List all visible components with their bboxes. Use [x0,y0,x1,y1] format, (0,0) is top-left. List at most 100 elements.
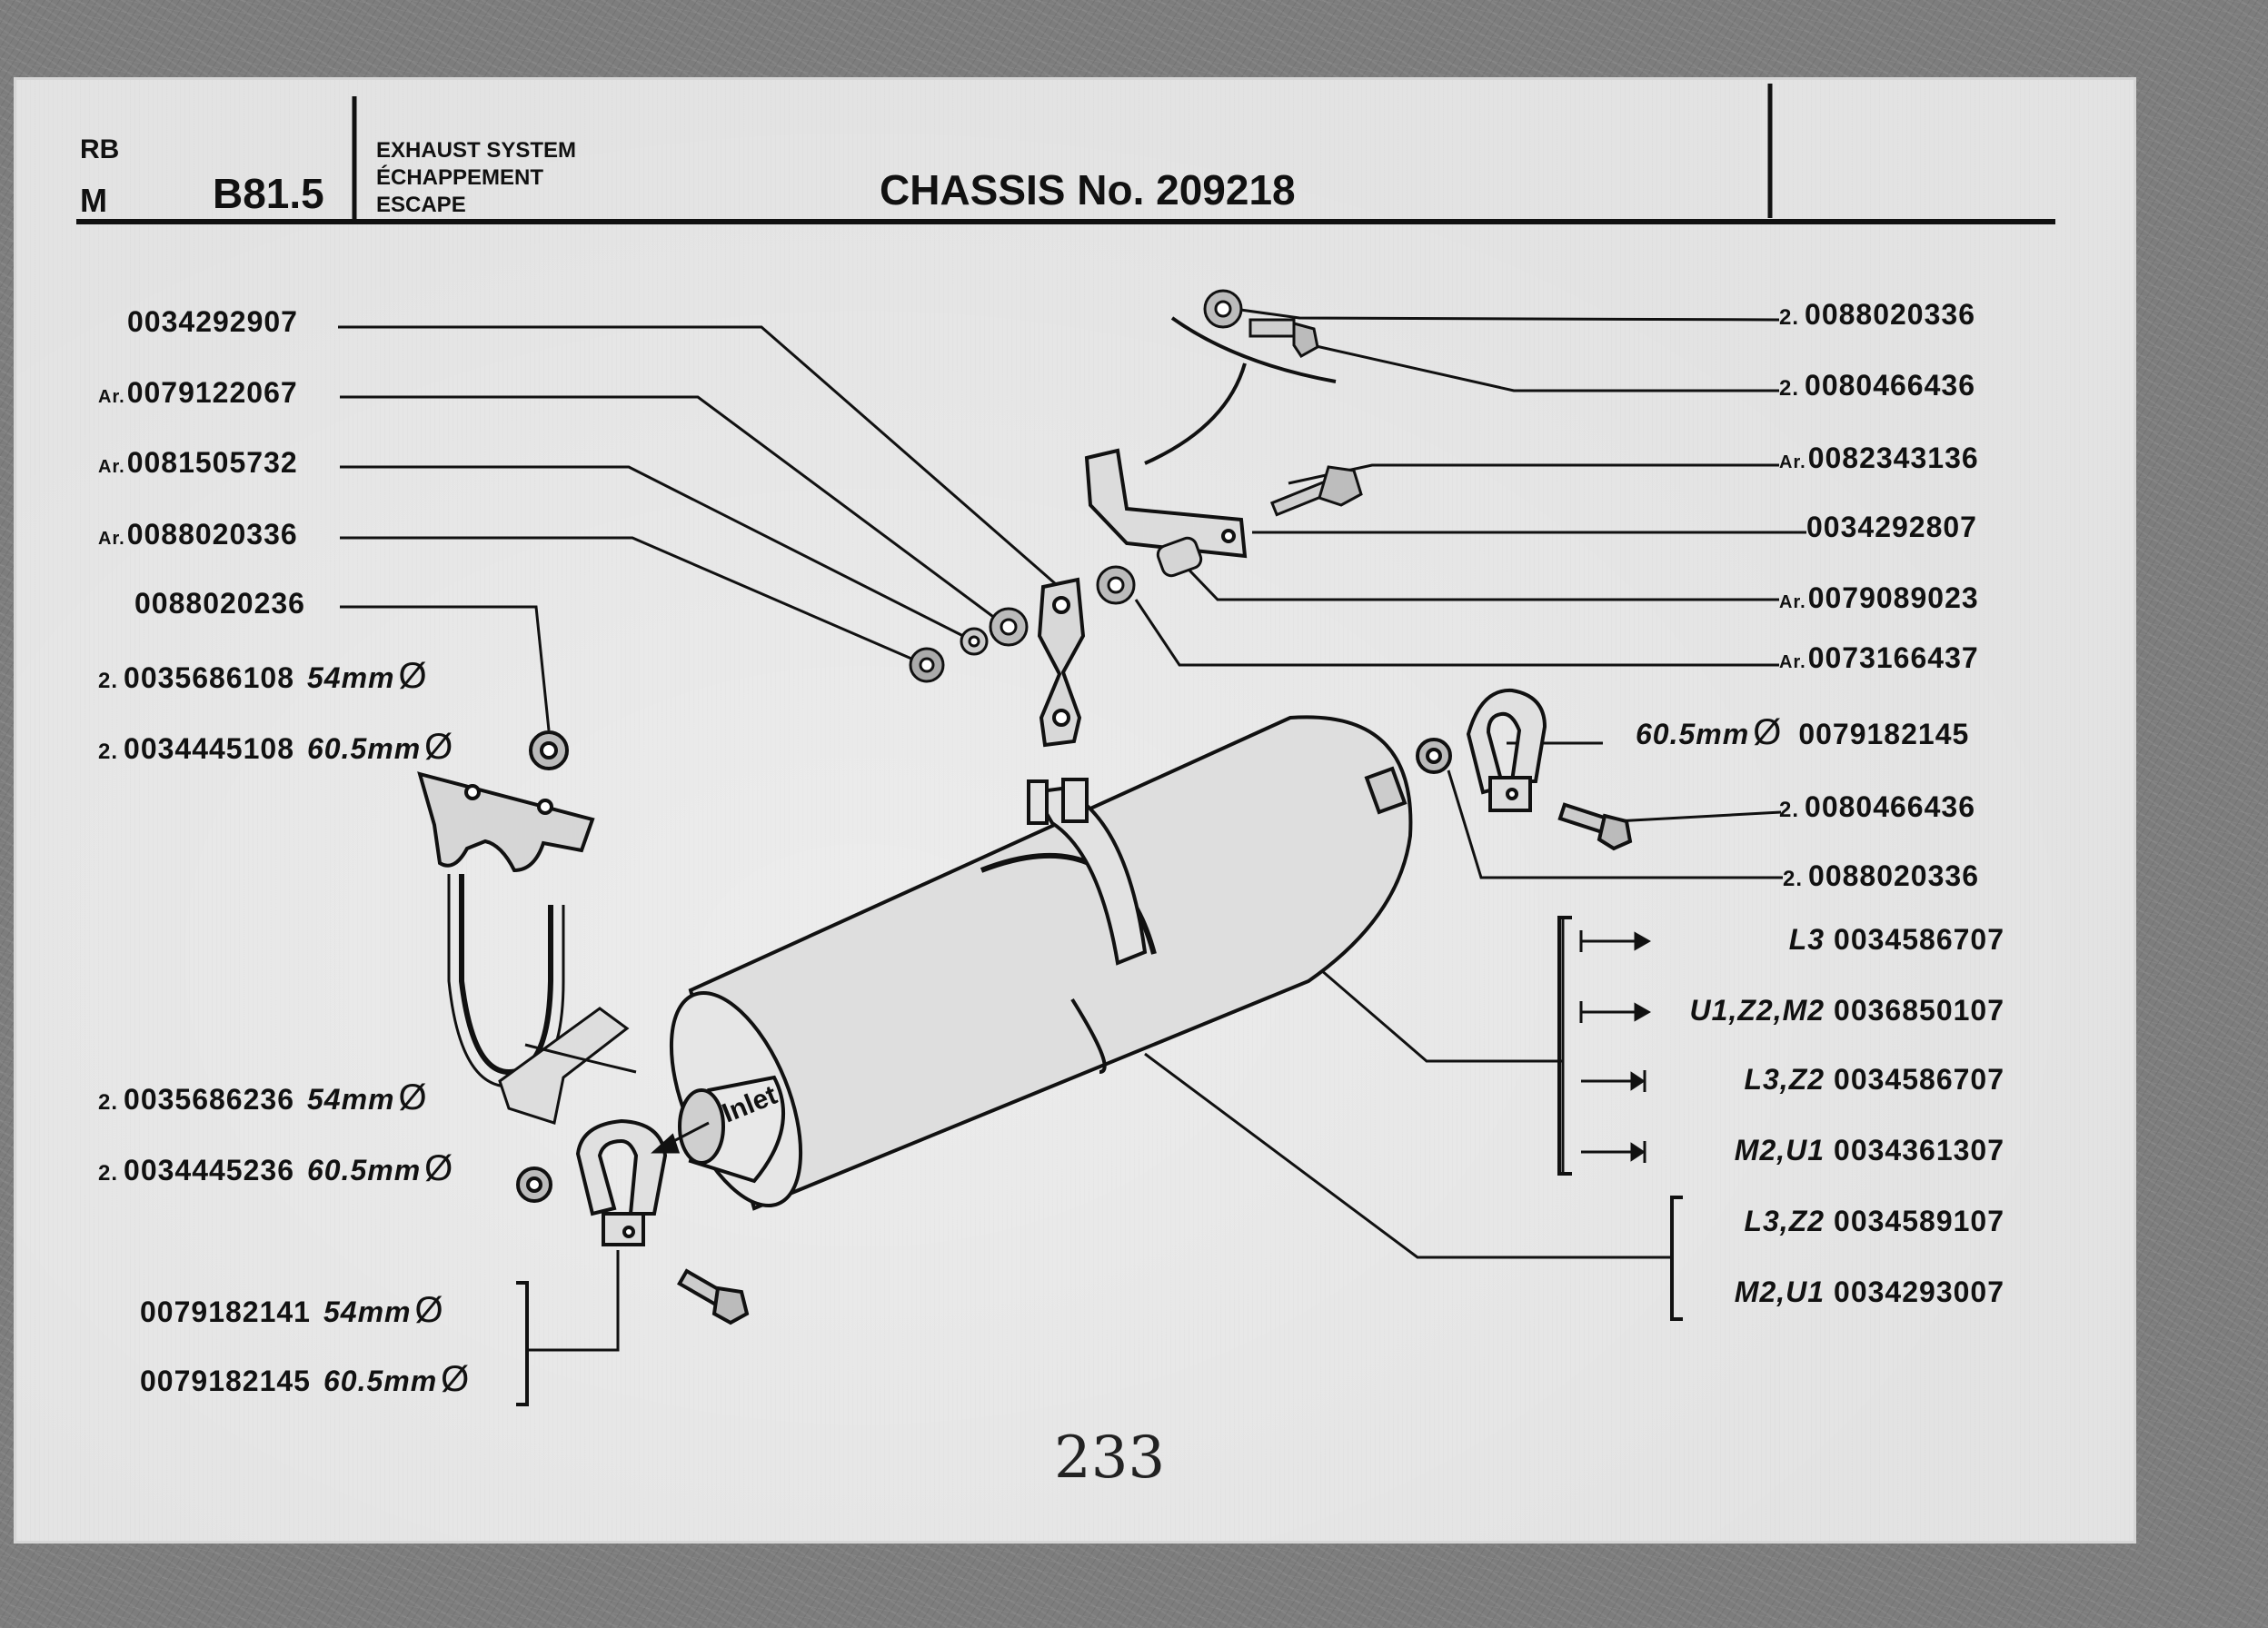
diameter-icon: Ø [424,727,454,767]
part-number: 0079182141 [140,1295,311,1328]
part-prefix: Ar. [1779,452,1806,472]
part-prefix: Ar. [98,387,125,407]
muffler-variant: L3 0034586707 [1789,923,2004,957]
right-part-callout: 0034292807 [1806,511,1977,544]
part-number: 0079182145 [140,1365,311,1397]
part-number: 0035686236 [124,1083,294,1116]
part-number: 0088020236 [134,587,305,620]
part-number: 0082343136 [1807,442,1979,474]
hanger-bracket [1084,448,1248,559]
part-quantity: 2. [98,740,119,764]
left-part-callout: Ar.0088020336 [98,518,298,551]
part-size: 60.5mm [323,1365,438,1397]
section-title-es: ESCAPE [376,193,466,217]
part-prefix: Ar. [1779,652,1806,672]
right-part-callout: 2.0080466436 [1779,369,1975,402]
diameter-icon: Ø [424,1148,454,1188]
right-part-callout: Ar.0073166437 [1779,641,1979,675]
bolt-icon [1269,465,1363,517]
part-number: 0035686108 [124,661,294,694]
left-part-callout: Ar.0079122067 [98,376,298,410]
part-number: 0081505732 [126,446,298,479]
rubber-hanger [1037,577,1086,748]
part-size: 54mm [323,1295,412,1328]
part-size: 60.5mm [1636,718,1750,750]
part-prefix: 2. [1779,376,1800,401]
right-part-callout: 2.0088020336 [1783,859,1979,893]
muffler-variant: L3,Z2 0034586707 [1744,1063,2004,1097]
left-clamp [516,1118,750,1325]
part-number: 0036850107 [1834,994,2004,1027]
top-fasteners [1203,289,1319,358]
part-number: 0034293007 [1834,1276,2004,1308]
diameter-icon: Ø [441,1359,471,1399]
part-number: 0073166437 [1807,641,1979,674]
part-prefix: 2. [1779,798,1800,822]
part-size: 54mm [306,661,395,694]
model-codes: U1,Z2,M2 [1689,994,1825,1027]
model-codes: L3,Z2 [1744,1063,1825,1096]
diameter-icon: Ø [398,656,428,696]
model-codes: M2,U1 [1734,1276,1825,1308]
spacer-and-nut [1096,536,1203,605]
muffler-variant: M2,U1 0034361307 [1735,1134,2004,1167]
diameter-icon: Ø [1753,712,1783,752]
section-number: B81.5 [213,170,324,217]
part-quantity: 2. [98,669,119,693]
part-number: 0080466436 [1805,369,1975,402]
leader-lines [338,307,1806,1352]
body-sill [1144,316,1337,465]
part-quantity: 2. [98,1161,119,1186]
right-part-callout: Ar.0082343136 [1779,442,1979,475]
diameter-icon: Ø [414,1290,444,1330]
muffler-variant: U1,Z2,M2 0036850107 [1690,994,2004,1027]
part-prefix: Ar. [98,529,125,549]
part-number: 0088020336 [1805,298,1975,331]
header-rules [76,84,2055,224]
part-size: 60.5mm [306,732,422,765]
part-number: 0079089023 [1807,581,1979,614]
model-codes: L3 [1788,923,1825,956]
part-prefix: 2. [1779,305,1800,330]
header-m: M [80,182,107,219]
part-number: 0034361307 [1834,1134,2004,1166]
part-number: 0079182145 [1798,718,1970,750]
inlet-arrow-icon [651,1121,710,1154]
part-number: 0034586707 [1834,923,2004,956]
part-quantity: 2. [98,1090,119,1115]
part-number: 0080466436 [1805,790,1975,823]
part-number: 0088020336 [1808,859,1979,892]
lower-bracket [498,1007,637,1125]
part-prefix: Ar. [98,457,125,477]
part-size: 54mm [306,1083,395,1116]
muffler-strap [1027,778,1148,966]
part-number: 0034292807 [1806,511,1977,543]
part-number: 0034445236 [124,1154,294,1186]
right-part-callout: Ar.0079089023 [1779,581,1979,615]
washer-stack [909,607,1029,683]
left-part-callout: 0088020236 [134,587,305,620]
model-codes: M2,U1 [1734,1134,1825,1166]
part-prefix: Ar. [1779,592,1806,612]
page-number: 233 [1054,1424,1166,1492]
part-number: 0034589107 [1834,1205,2004,1237]
diameter-icon: Ø [398,1077,428,1117]
part-number: 0034586707 [1834,1063,2004,1096]
part-number: 0034445108 [124,732,294,765]
section-title-fr: ÉCHAPPEMENT [376,165,544,190]
right-part-callout: 2.0088020336 [1779,298,1975,332]
part-number: 0079122067 [126,376,298,409]
left-part-callout: Ar.0081505732 [98,446,298,480]
part-size: 60.5mm [306,1154,422,1186]
pipe-variant: M2,U1 0034293007 [1735,1276,2004,1309]
header-rb: RB [80,134,120,164]
part-number: 0034292907 [127,305,298,338]
